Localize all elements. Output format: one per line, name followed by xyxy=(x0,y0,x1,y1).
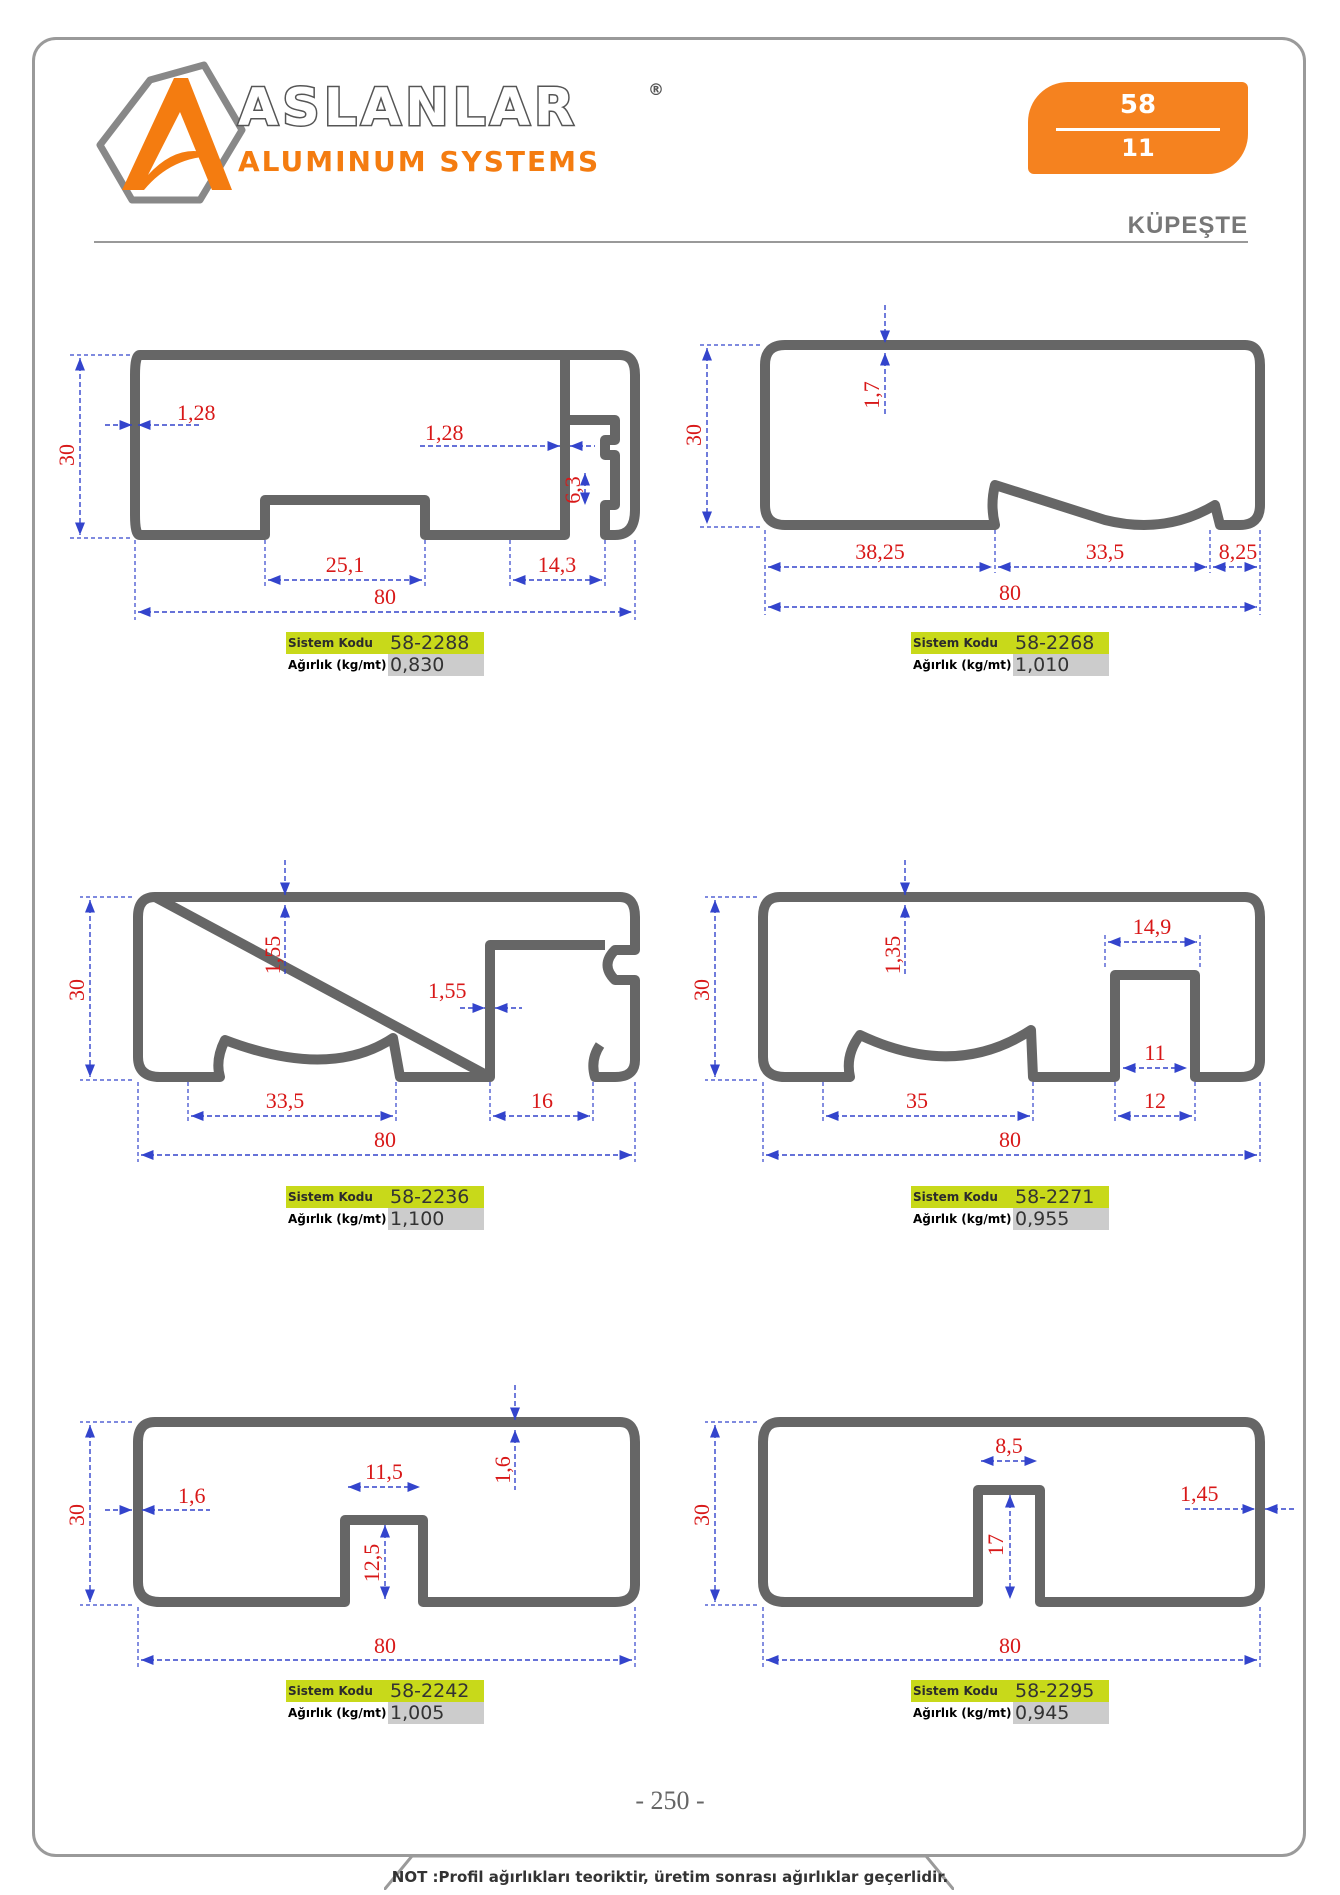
system-code-label: Sistem Kodu xyxy=(911,632,1013,654)
dim-bottom: 12 xyxy=(1144,1088,1166,1113)
dim-wall-top: 1,35 xyxy=(880,936,905,975)
dim-height: 30 xyxy=(681,424,706,446)
brand-name: ASLANLAR xyxy=(236,77,579,140)
dim-wall-top: 1,6 xyxy=(490,1456,515,1484)
profile-outline xyxy=(760,340,1265,530)
weight-value: 0,945 xyxy=(1013,1702,1109,1724)
dim-width: 80 xyxy=(374,1633,396,1658)
footer-note: NOT :Profil ağırlıkları teoriktir, üreti… xyxy=(391,1868,949,1886)
dim-inner: 11 xyxy=(1144,1040,1165,1065)
dim-width: 80 xyxy=(999,580,1021,605)
logo-diamond-icon xyxy=(96,61,246,204)
profile-outline xyxy=(758,892,1265,1082)
system-code-value: 58-2288 xyxy=(388,632,484,654)
dim-right: 8,25 xyxy=(1219,539,1258,564)
profile-drawing-58-2295: 30 8,5 17 1,45 80 xyxy=(685,1385,1305,1679)
system-code-label: Sistem Kodu xyxy=(286,632,388,654)
weight-label: Ağırlık (kg/mt) xyxy=(913,658,1012,672)
dim-width: 80 xyxy=(374,584,396,609)
brand-registered-mark: ® xyxy=(648,80,664,99)
dim-slot-h: 17 xyxy=(983,1534,1008,1556)
series-badge: 58 11 xyxy=(1028,82,1248,174)
dim-wall-left: 1,28 xyxy=(177,400,216,425)
profile-outline xyxy=(130,350,640,540)
dim-wall-mid: 1,55 xyxy=(428,978,467,1003)
dim-width: 80 xyxy=(999,1127,1021,1152)
weight-value: 1,005 xyxy=(388,1702,484,1724)
system-code-value: 58-2242 xyxy=(388,1680,484,1702)
profile-outline xyxy=(133,1417,640,1607)
badge-section: 11 xyxy=(1121,134,1155,162)
dim-wall-top: 1,55 xyxy=(260,936,285,975)
profile-drawing-58-2268: 30 1,7 38,25 33,5 8,25 80 xyxy=(681,305,1305,629)
dim-groove: 33,5 xyxy=(1086,539,1125,564)
system-code-label: Sistem Kodu xyxy=(286,1186,388,1208)
weight-value: 1,010 xyxy=(1013,654,1109,676)
dim-box-top: 14,9 xyxy=(1133,914,1172,939)
weight-label: Ağırlık (kg/mt) xyxy=(288,658,387,672)
profile-outline xyxy=(758,1417,1265,1607)
dim-width: 80 xyxy=(999,1633,1021,1658)
weight-value: 0,830 xyxy=(388,654,484,676)
page-number: - 250 - xyxy=(635,1786,705,1815)
header-divider xyxy=(94,241,1248,243)
dim-height: 30 xyxy=(689,979,714,1001)
system-code-value: 58-2268 xyxy=(1013,632,1109,654)
aslanlar-logo xyxy=(96,61,246,204)
weight-label: Ağırlık (kg/mt) xyxy=(288,1212,387,1226)
system-code-label: Sistem Kodu xyxy=(911,1186,1013,1208)
profile-drawing-58-2288: 30 1,28 1,28 6,3 25,1 14,3 80 xyxy=(54,340,660,644)
brand-subtitle: ALUMINUM SYSTEMS xyxy=(238,145,601,178)
dim-groove: 33,5 xyxy=(266,1088,305,1113)
dim-left: 38,25 xyxy=(855,539,905,564)
profile-outline xyxy=(133,892,640,1082)
dim-height: 30 xyxy=(689,1504,714,1526)
badge-series: 58 xyxy=(1119,90,1157,120)
system-code-label: Sistem Kodu xyxy=(286,1680,388,1702)
dim-slot-w: 8,5 xyxy=(995,1433,1023,1458)
weight-label: Ağırlık (kg/mt) xyxy=(288,1706,387,1720)
dim-wall-left: 1,6 xyxy=(178,1483,206,1508)
dim-slot-w: 11,5 xyxy=(365,1459,403,1484)
dim-wall-right: 1,45 xyxy=(1180,1481,1219,1506)
profile-drawing-58-2236: 30 1,55 1,55 33,5 16 80 xyxy=(60,860,660,1174)
system-code-value: 58-2271 xyxy=(1013,1186,1109,1208)
profile-drawing-58-2242: 30 1,6 1,6 11,5 12,5 80 xyxy=(60,1385,660,1679)
dim-height: 30 xyxy=(64,1504,89,1526)
system-code-label: Sistem Kodu xyxy=(911,1680,1013,1702)
weight-label: Ağırlık (kg/mt) xyxy=(913,1706,1012,1720)
dim-wall-top: 1,7 xyxy=(859,381,884,409)
weight-value: 0,955 xyxy=(1013,1208,1109,1230)
system-code-value: 58-2295 xyxy=(1013,1680,1109,1702)
dim-height: 30 xyxy=(64,979,89,1001)
badge-divider xyxy=(1056,128,1220,131)
dim-right: 14,3 xyxy=(538,552,577,577)
footer-note-tab xyxy=(384,1854,954,1890)
dim-slot: 6,3 xyxy=(560,476,585,504)
weight-value: 1,100 xyxy=(388,1208,484,1230)
dim-right: 16 xyxy=(531,1088,553,1113)
system-code-value: 58-2236 xyxy=(388,1186,484,1208)
profile-drawing-58-2271: 30 1,35 14,9 11 12 35 80 xyxy=(685,860,1305,1174)
weight-label: Ağırlık (kg/mt) xyxy=(913,1212,1012,1226)
dim-channel: 25,1 xyxy=(326,552,365,577)
dim-wall-mid: 1,28 xyxy=(425,420,464,445)
dim-height: 30 xyxy=(54,444,79,466)
category-title: KÜPEŞTE xyxy=(1127,212,1248,239)
dim-width: 80 xyxy=(374,1127,396,1152)
dim-slot-h: 12,5 xyxy=(359,1544,384,1583)
dim-groove: 35 xyxy=(906,1088,928,1113)
